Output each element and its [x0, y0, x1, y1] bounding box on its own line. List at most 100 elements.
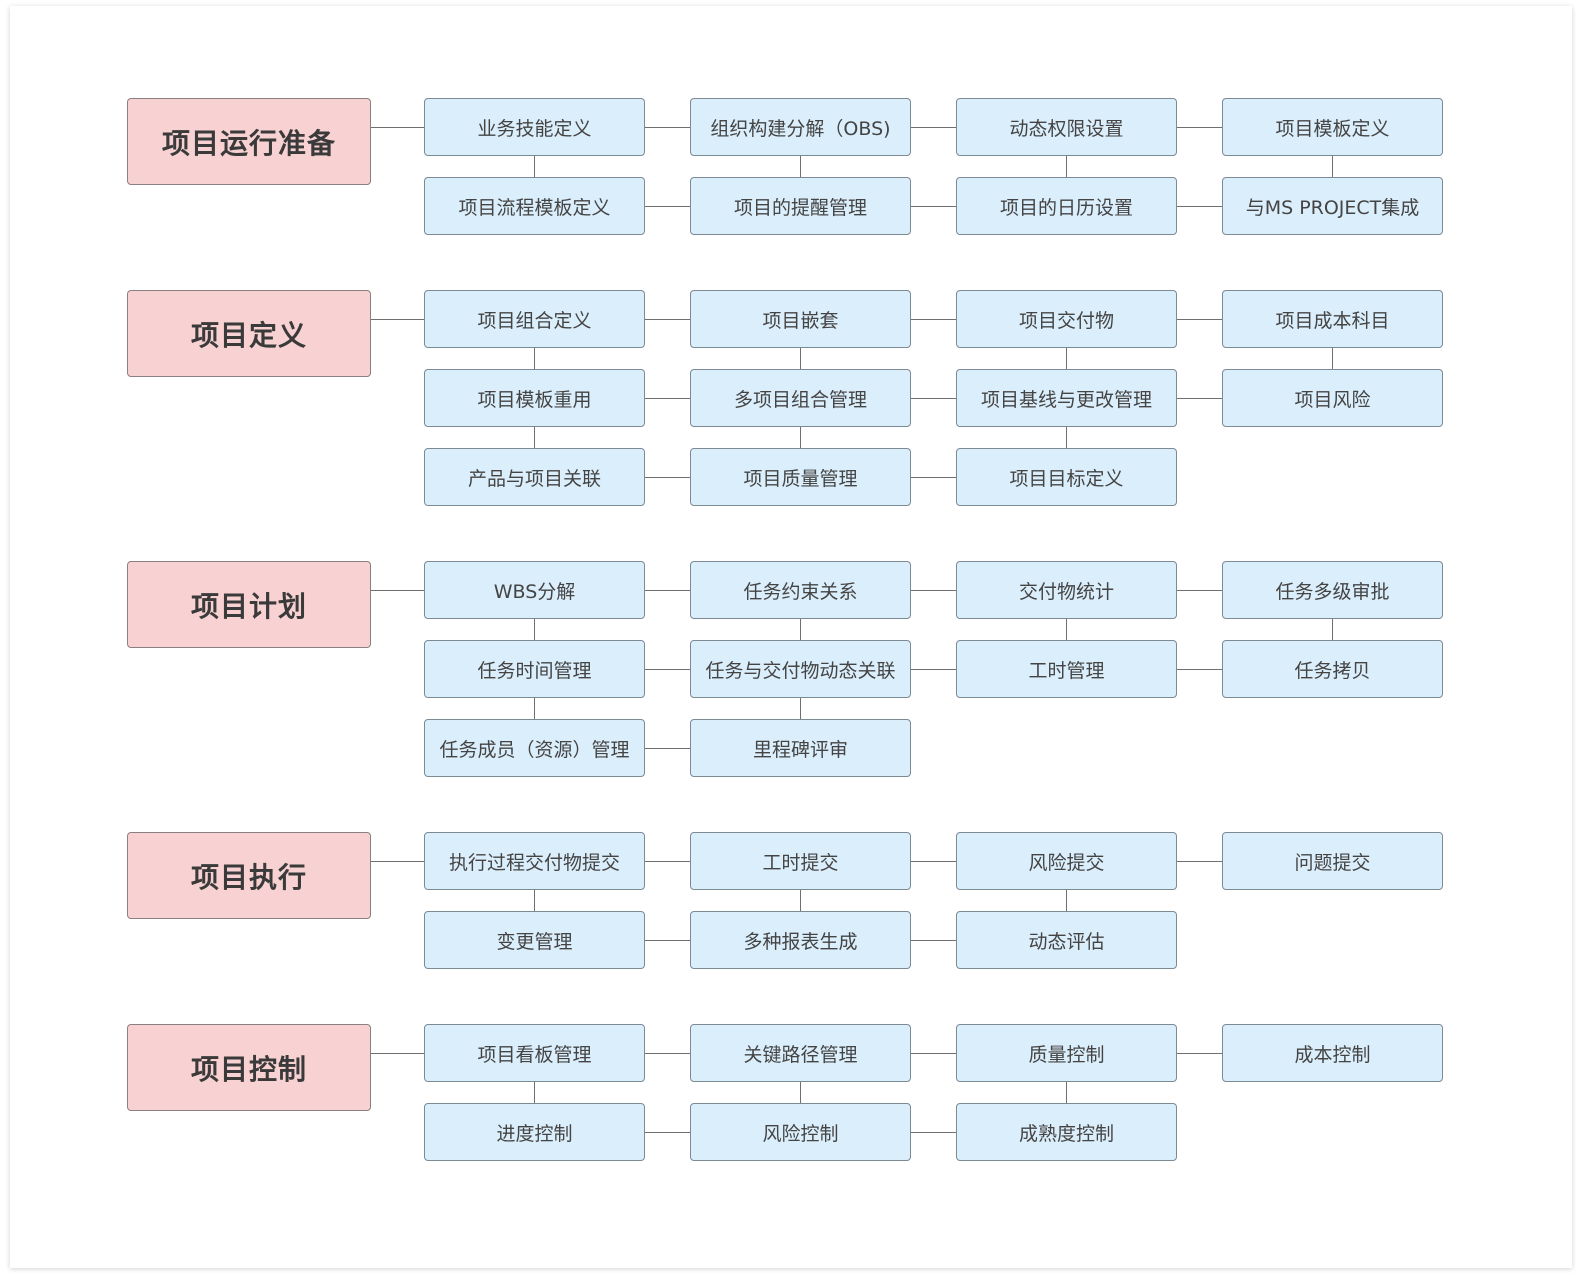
vertical-connector [1332, 156, 1333, 177]
category-box: 项目运行准备 [127, 98, 371, 185]
vertical-connector [534, 156, 535, 177]
vertical-connector [1066, 1082, 1067, 1103]
vertical-connector [534, 698, 535, 719]
feature-box: 项目交付物 [956, 290, 1177, 348]
feature-box: 执行过程交付物提交 [424, 832, 645, 890]
horizontal-connector [911, 1053, 956, 1054]
feature-box: 项目组合定义 [424, 290, 645, 348]
vertical-connector [534, 348, 535, 369]
horizontal-connector [645, 127, 690, 128]
vertical-connector [800, 1082, 801, 1103]
horizontal-connector [1177, 861, 1222, 862]
vertical-connector [1066, 156, 1067, 177]
feature-box: 项目看板管理 [424, 1024, 645, 1082]
category-box: 项目定义 [127, 290, 371, 377]
feature-box: 风险控制 [690, 1103, 911, 1161]
horizontal-connector [1177, 398, 1222, 399]
feature-box: 动态评估 [956, 911, 1177, 969]
horizontal-connector [1177, 590, 1222, 591]
category-box: 项目执行 [127, 832, 371, 919]
horizontal-connector [645, 477, 690, 478]
feature-box: 项目模板重用 [424, 369, 645, 427]
horizontal-connector [1177, 206, 1222, 207]
category-box: 项目控制 [127, 1024, 371, 1111]
vertical-connector [1066, 890, 1067, 911]
feature-box: 问题提交 [1222, 832, 1443, 890]
feature-box: WBS分解 [424, 561, 645, 619]
vertical-connector [1066, 427, 1067, 448]
category-connector [371, 590, 424, 591]
vertical-connector [800, 619, 801, 640]
horizontal-connector [645, 398, 690, 399]
feature-box: 多种报表生成 [690, 911, 911, 969]
horizontal-connector [645, 861, 690, 862]
vertical-connector [1066, 348, 1067, 369]
horizontal-connector [645, 319, 690, 320]
feature-box: 任务约束关系 [690, 561, 911, 619]
horizontal-connector [1177, 1053, 1222, 1054]
horizontal-connector [645, 590, 690, 591]
horizontal-connector [911, 206, 956, 207]
feature-box: 项目成本科目 [1222, 290, 1443, 348]
feature-box: 任务多级审批 [1222, 561, 1443, 619]
horizontal-connector [911, 319, 956, 320]
feature-box: 风险提交 [956, 832, 1177, 890]
feature-box: 工时管理 [956, 640, 1177, 698]
feature-box: 项目基线与更改管理 [956, 369, 1177, 427]
feature-box: 任务成员（资源）管理 [424, 719, 645, 777]
feature-box: 任务与交付物动态关联 [690, 640, 911, 698]
horizontal-connector [911, 477, 956, 478]
vertical-connector [1332, 348, 1333, 369]
feature-box: 组织构建分解（OBS) [690, 98, 911, 156]
feature-box: 成熟度控制 [956, 1103, 1177, 1161]
vertical-connector [534, 619, 535, 640]
feature-box: 产品与项目关联 [424, 448, 645, 506]
vertical-connector [1332, 619, 1333, 640]
category-connector [371, 1053, 424, 1054]
feature-box: 项目嵌套 [690, 290, 911, 348]
feature-box: 项目模板定义 [1222, 98, 1443, 156]
horizontal-connector [1177, 669, 1222, 670]
vertical-connector [800, 156, 801, 177]
horizontal-connector [645, 940, 690, 941]
horizontal-connector [645, 206, 690, 207]
horizontal-connector [645, 748, 690, 749]
feature-box: 项目的日历设置 [956, 177, 1177, 235]
horizontal-connector [911, 669, 956, 670]
category-box: 项目计划 [127, 561, 371, 648]
horizontal-connector [911, 861, 956, 862]
vertical-connector [800, 890, 801, 911]
feature-box: 关键路径管理 [690, 1024, 911, 1082]
vertical-connector [534, 427, 535, 448]
category-connector [371, 861, 424, 862]
vertical-connector [1066, 619, 1067, 640]
feature-box: 项目流程模板定义 [424, 177, 645, 235]
horizontal-connector [911, 940, 956, 941]
horizontal-connector [1177, 127, 1222, 128]
category-connector [371, 319, 424, 320]
vertical-connector [800, 427, 801, 448]
feature-box: 项目的提醒管理 [690, 177, 911, 235]
feature-box: 项目目标定义 [956, 448, 1177, 506]
feature-box: 动态权限设置 [956, 98, 1177, 156]
feature-box: 与MS PROJECT集成 [1222, 177, 1443, 235]
horizontal-connector [911, 398, 956, 399]
horizontal-connector [911, 127, 956, 128]
horizontal-connector [911, 1132, 956, 1133]
feature-box: 工时提交 [690, 832, 911, 890]
horizontal-connector [645, 1053, 690, 1054]
vertical-connector [800, 698, 801, 719]
vertical-connector [534, 1082, 535, 1103]
vertical-connector [534, 890, 535, 911]
feature-box: 成本控制 [1222, 1024, 1443, 1082]
horizontal-connector [645, 669, 690, 670]
feature-box: 多项目组合管理 [690, 369, 911, 427]
feature-box: 里程碑评审 [690, 719, 911, 777]
vertical-connector [800, 348, 801, 369]
feature-box: 质量控制 [956, 1024, 1177, 1082]
horizontal-connector [1177, 319, 1222, 320]
feature-box: 进度控制 [424, 1103, 645, 1161]
feature-box: 项目质量管理 [690, 448, 911, 506]
horizontal-connector [911, 590, 956, 591]
